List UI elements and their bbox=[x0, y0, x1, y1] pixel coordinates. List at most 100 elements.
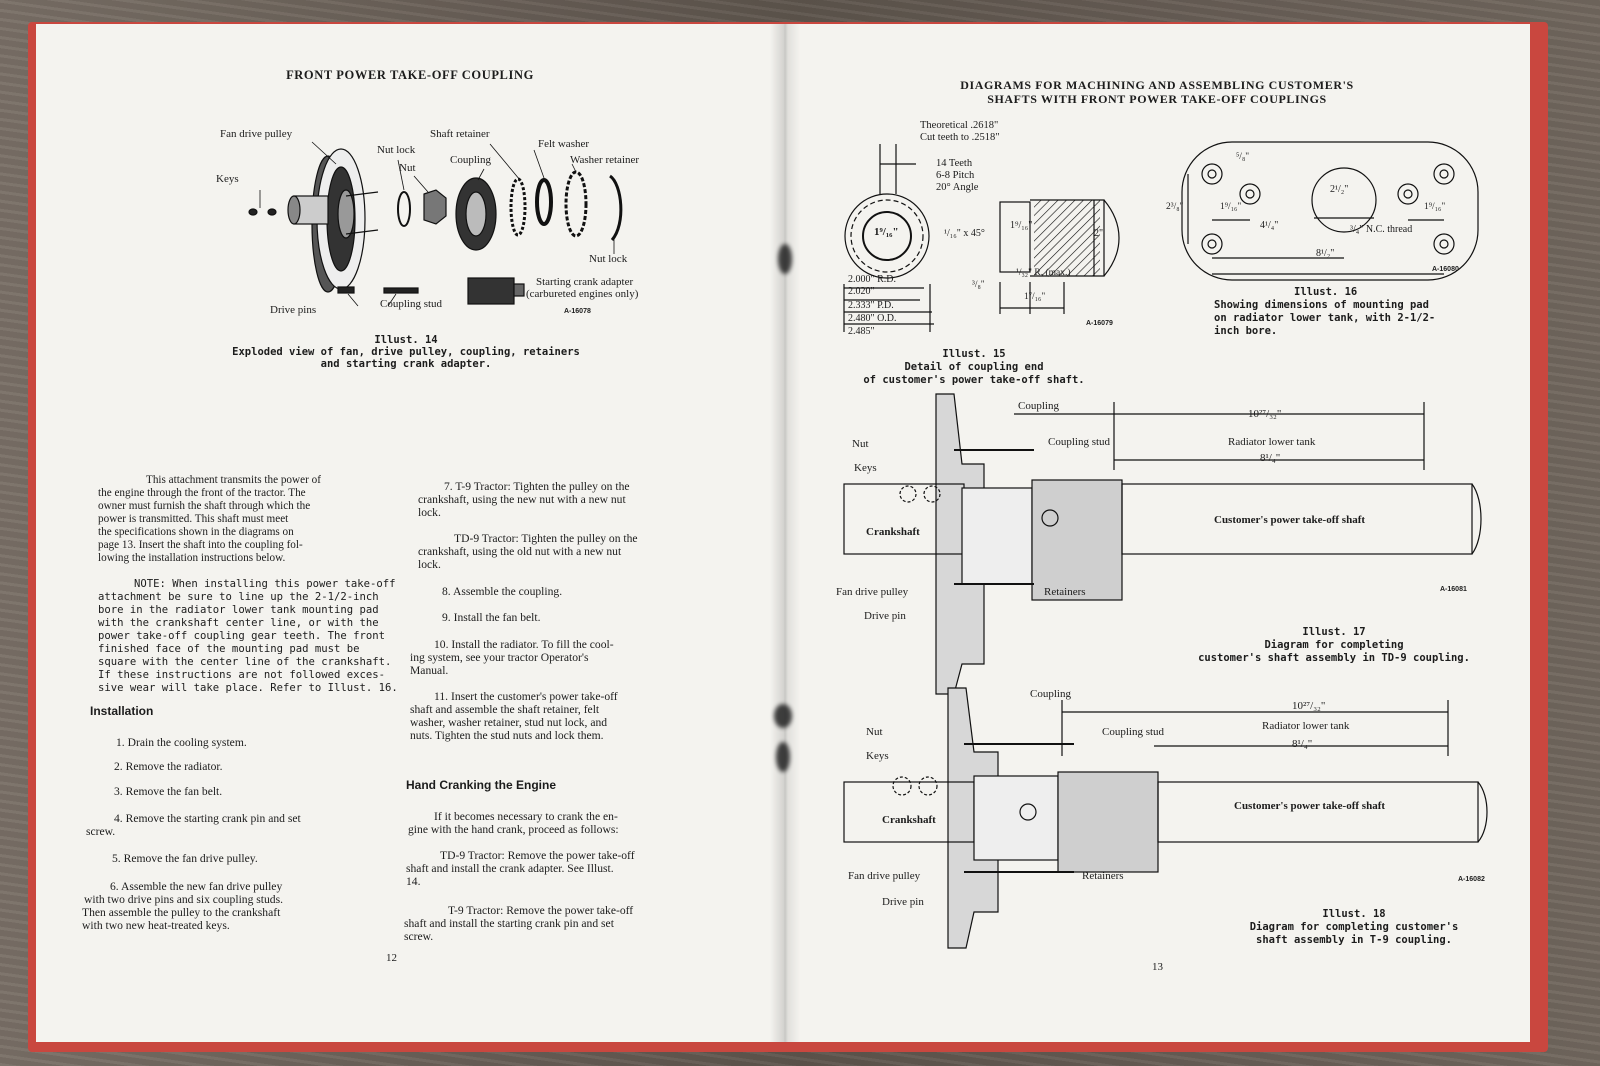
label-rd-2: 2.020" bbox=[848, 286, 875, 297]
label-dia-small: 1⁹/₁₆" bbox=[1010, 220, 1033, 231]
hand-cranking-heading: Hand Cranking the Engine bbox=[406, 778, 557, 792]
note-line: with the crankshaft center line, or with… bbox=[98, 617, 379, 629]
label-17-nut: Nut bbox=[852, 438, 869, 450]
illust-15-caption-line2: of customer's power take-off shaft. bbox=[863, 374, 1085, 386]
label-theoretical: Theoretical .2618" bbox=[920, 120, 999, 131]
left-page-title: FRONT POWER TAKE-OFF COUPLING bbox=[286, 68, 534, 82]
label-keys: Keys bbox=[216, 173, 239, 185]
label-18-keys: Keys bbox=[866, 750, 889, 762]
note-line: attachment be sure to line up the 2-1/2-… bbox=[98, 591, 379, 603]
label-18-dim-short: 8¹/₄" bbox=[1292, 738, 1313, 750]
label-5-8: ⁵/₈" bbox=[1236, 152, 1250, 162]
binding-gutter bbox=[770, 24, 800, 1042]
step-line: 1. Drain the cooling system. bbox=[116, 736, 247, 749]
label-felt-washer: Felt washer bbox=[538, 138, 590, 150]
illust-17-td9-assembly-drawing bbox=[843, 393, 1482, 695]
label-fan-drive-pulley: Fan drive pulley bbox=[220, 128, 293, 140]
label-17-coupling: Coupling bbox=[1018, 400, 1059, 412]
illust-18-caption-line1: Diagram for completing customer's bbox=[1249, 921, 1459, 933]
label-radius: ¹/₃₂" R. (max.) bbox=[1016, 268, 1071, 278]
label-od-2: 2.485" bbox=[848, 326, 875, 337]
step-line: 4. Remove the starting crank pin and set bbox=[114, 812, 301, 825]
illust-17-code: A-16081 bbox=[1440, 586, 1467, 593]
illust-14-caption-title: Illust. 14 bbox=[374, 334, 438, 346]
note-line: sive wear will take place. Refer to Illu… bbox=[98, 682, 398, 694]
intro-line: power is transmitted. This shaft must me… bbox=[98, 513, 289, 525]
label-rd: 2.000" R.D. bbox=[848, 274, 896, 285]
label-shaft-retainer: Shaft retainer bbox=[430, 128, 490, 140]
step-line: with two new heat-treated keys. bbox=[82, 919, 230, 932]
label-17-keys: Keys bbox=[854, 462, 877, 474]
label-nut-lock-bottom: Nut lock bbox=[589, 253, 628, 265]
step-line: ing system, see your tractor Operator's bbox=[410, 651, 589, 664]
step-line: 8. Assemble the coupling. bbox=[442, 585, 563, 598]
step-line: 2. Remove the radiator. bbox=[114, 760, 223, 773]
label-coupling: Coupling bbox=[450, 154, 491, 166]
illust-14-caption-line1: Exploded view of fan, drive pulley, coup… bbox=[232, 346, 580, 358]
illust-16-mounting-pad-drawing bbox=[1181, 141, 1479, 281]
label-17-crankshaft: Crankshaft bbox=[866, 526, 920, 538]
left-page: FRONT POWER TAKE-OFF COUPLING bbox=[36, 24, 784, 1042]
label-bore: 1⁹/₁₆" bbox=[874, 226, 899, 238]
note-line: power take-off coupling gear teeth. The … bbox=[98, 630, 386, 642]
step-line: crankshaft, using the old nut with a new… bbox=[418, 545, 622, 558]
illust-16-caption-line2: on radiator lower tank, with 2-1/2- bbox=[1214, 312, 1436, 324]
label-step-a: ³/₈" bbox=[972, 280, 985, 290]
installation-heading: Installation bbox=[90, 704, 154, 718]
label-4-1-4: 4¹/₄" bbox=[1260, 220, 1279, 231]
step-line: 10. Install the radiator. To fill the co… bbox=[434, 638, 614, 651]
label-18-coupling: Coupling bbox=[1030, 688, 1071, 700]
illust-15-coupling-end-drawing bbox=[843, 144, 1120, 332]
step-line: crankshaft, using the new nut with a new… bbox=[418, 493, 626, 506]
step-line: Manual. bbox=[410, 664, 449, 677]
step-line: 7. T-9 Tractor: Tighten the pulley on th… bbox=[444, 480, 630, 493]
label-nut: Nut bbox=[399, 162, 416, 174]
note-line: If these instructions are not followed e… bbox=[98, 669, 386, 681]
label-angle: 20° Angle bbox=[936, 182, 979, 193]
illust-15-code: A-16079 bbox=[1086, 320, 1113, 327]
label-od: 2.480" O.D. bbox=[848, 313, 897, 324]
ink-blot bbox=[774, 704, 792, 728]
intro-line: page 13. Insert the shaft into the coupl… bbox=[98, 539, 303, 551]
label-17-dim-long: 10²⁷/₃₂" bbox=[1248, 408, 1282, 420]
label-18-customer-shaft: Customer's power take-off shaft bbox=[1234, 800, 1386, 812]
label-chamfer: ¹/₁₆" x 45° bbox=[944, 228, 985, 239]
hand-cranking-line: shaft and install the starting crank pin… bbox=[404, 917, 614, 930]
label-17-radiator: Radiator lower tank bbox=[1228, 436, 1316, 448]
right-page-title-line2: SHAFTS WITH FRONT POWER TAKE-OFF COUPLIN… bbox=[987, 92, 1327, 106]
label-starting-crank-adapter: Starting crank adapter bbox=[536, 276, 634, 288]
hand-cranking-line: gine with the hand crank, proceed as fol… bbox=[408, 823, 619, 836]
label-8-1-2: 8¹/₂" bbox=[1316, 248, 1335, 259]
hand-cranking-line: If it becomes necessary to crank the en- bbox=[434, 810, 618, 823]
hand-cranking-line: 14. bbox=[406, 875, 421, 888]
label-17-drive-pin: Drive pin bbox=[864, 610, 906, 622]
illust-17-caption-line1: Diagram for completing bbox=[1264, 639, 1404, 651]
note-line: NOTE: When installing this power take-of… bbox=[134, 578, 396, 590]
step-line: lock. bbox=[418, 506, 441, 519]
label-17-customer-shaft: Customer's power take-off shaft bbox=[1214, 514, 1366, 526]
illust-16-caption-line3: inch bore. bbox=[1214, 325, 1278, 337]
label-17-coupling-stud: Coupling stud bbox=[1048, 436, 1111, 448]
illust-14-exploded-view bbox=[248, 141, 623, 307]
illust-15-caption-title: Illust. 15 bbox=[942, 348, 1006, 360]
step-line: lock. bbox=[418, 558, 441, 571]
label-washer-retainer: Washer retainer bbox=[570, 154, 640, 166]
label-17-fan-drive-pulley: Fan drive pulley bbox=[836, 586, 909, 598]
label-18-dim-long: 10²⁷/₃₂" bbox=[1292, 700, 1326, 712]
page-number-right: 13 bbox=[1152, 961, 1163, 973]
right-page: DIAGRAMS FOR MACHINING AND ASSEMBLING CU… bbox=[784, 24, 1530, 1042]
intro-line: the specifications shown in the diagrams… bbox=[98, 526, 294, 538]
label-cut-teeth: Cut teeth to .2518" bbox=[920, 132, 1000, 143]
hand-cranking-line: shaft and install the crank adapter. See… bbox=[406, 862, 614, 875]
intro-line: lowing the installation instructions bel… bbox=[98, 552, 286, 564]
illust-17-caption-line2: customer's shaft assembly in TD-9 coupli… bbox=[1198, 652, 1470, 664]
illust-16-caption-title: Illust. 16 bbox=[1294, 286, 1358, 298]
hand-cranking-line: T-9 Tractor: Remove the power take-off bbox=[448, 904, 634, 917]
illust-14-code: A-16078 bbox=[564, 308, 591, 315]
label-2-1-2: 2¹/₂" bbox=[1330, 184, 1349, 195]
step-line: washer, washer retainer, stud nut lock, … bbox=[410, 716, 608, 729]
illust-16-caption-line1: Showing dimensions of mounting pad bbox=[1214, 299, 1429, 311]
illust-16-code: A-16080 bbox=[1432, 266, 1459, 273]
step-line: 5. Remove the fan drive pulley. bbox=[112, 852, 258, 865]
label-17-dim-short: 8¹/₄" bbox=[1260, 452, 1281, 464]
